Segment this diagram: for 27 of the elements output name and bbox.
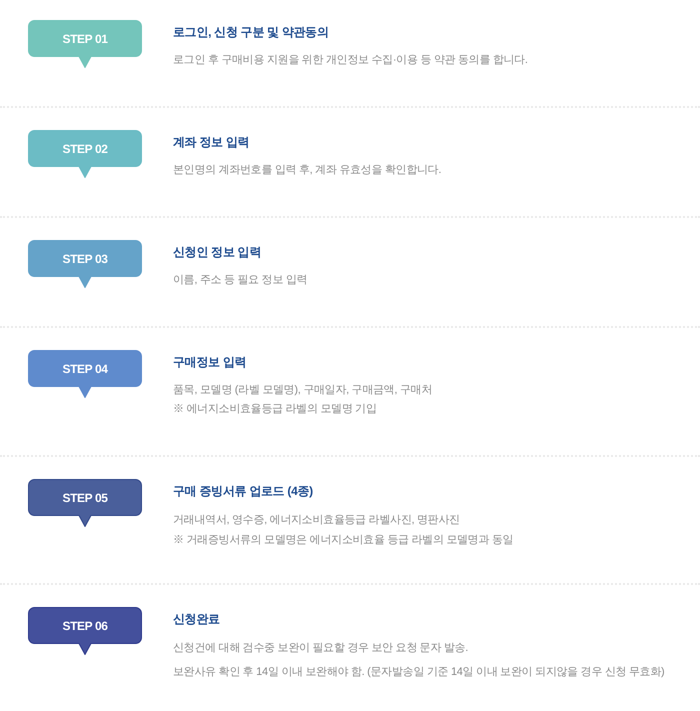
step-title: 로그인, 신청 구분 및 약관동의 (173, 24, 329, 41)
step-label: STEP 01 (62, 32, 108, 44)
step-description: 로그인 후 구매비용 지원을 위한 개인정보 수집·이용 등 약관 동의를 합니다. (173, 53, 528, 68)
step-title: 구매 증빙서류 업로드 (4종) (173, 483, 313, 500)
step-description: ※ 거래증빙서류의 모델명은 에너지소비효율 등급 라벨의 모델명과 동일 (173, 532, 514, 548)
step-description: 거래내역서, 영수증, 에너지소비효율등급 라벨사진, 명판사진 (173, 512, 460, 528)
step-description: 신청건에 대해 검수중 보완이 필요할 경우 보안 요청 문자 발송. (173, 640, 468, 656)
step-title: 구매정보 입력 (173, 354, 246, 371)
step-description: ※ 에너지소비효율등급 라벨의 모델명 기입 (173, 402, 377, 417)
step-label: STEP 02 (62, 142, 108, 154)
step-description: 이름, 주소 등 필요 정보 입력 (173, 273, 308, 288)
step-title: 신청인 정보 입력 (173, 244, 261, 261)
speech-bubble (28, 130, 142, 178)
step-description: 보완사유 확인 후 14일 이내 보완해야 함. (문자발송일 기준 14일 이내 보완이 되지않을 경우 신청 무효화) (173, 664, 664, 680)
speech-bubble (28, 240, 142, 288)
speech-bubble (28, 607, 142, 655)
step-description: 품목, 모델명 (라벨 모델명), 구매일자, 구매금액, 구매처 (173, 383, 432, 398)
step-label: STEP 03 (62, 252, 108, 264)
speech-bubble (28, 20, 142, 68)
step-title: 계좌 정보 입력 (173, 134, 250, 151)
step-description: 본인명의 계좌번호를 입력 후, 계좌 유효성을 확인합니다. (173, 163, 442, 178)
step-label: STEP 05 (62, 492, 108, 504)
step-label: STEP 06 (62, 620, 108, 632)
step-label: STEP 04 (62, 362, 108, 374)
speech-bubble (28, 479, 142, 527)
step-title: 신청완료 (173, 611, 220, 628)
speech-bubble (28, 350, 142, 398)
